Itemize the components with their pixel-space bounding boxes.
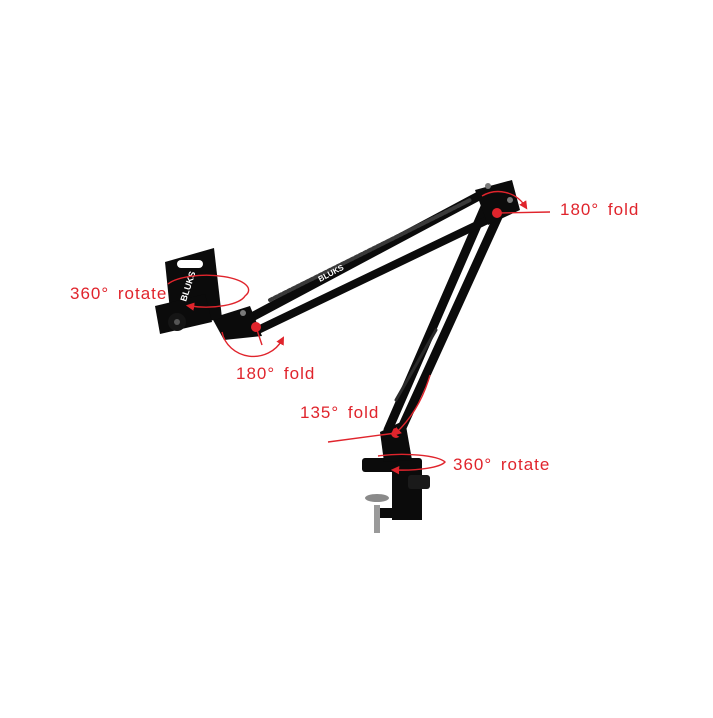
fold-annotation-top: 180° fold [560,200,640,219]
rotate-annotation-holder: 360° rotate [70,284,168,303]
fold-annotation-base: 135° fold [300,403,380,422]
device-holder: BLUKS [155,248,222,334]
upper-arm [245,185,504,334]
rotate-annotation-base: 360° rotate [453,455,551,474]
front-joint [212,306,262,340]
table-clamp [362,458,430,533]
fold-annotation-front-joint: 180° fold [236,364,316,383]
lower-arm [383,195,507,437]
annotation-arrows [167,190,551,475]
elbow-joint [475,180,520,225]
